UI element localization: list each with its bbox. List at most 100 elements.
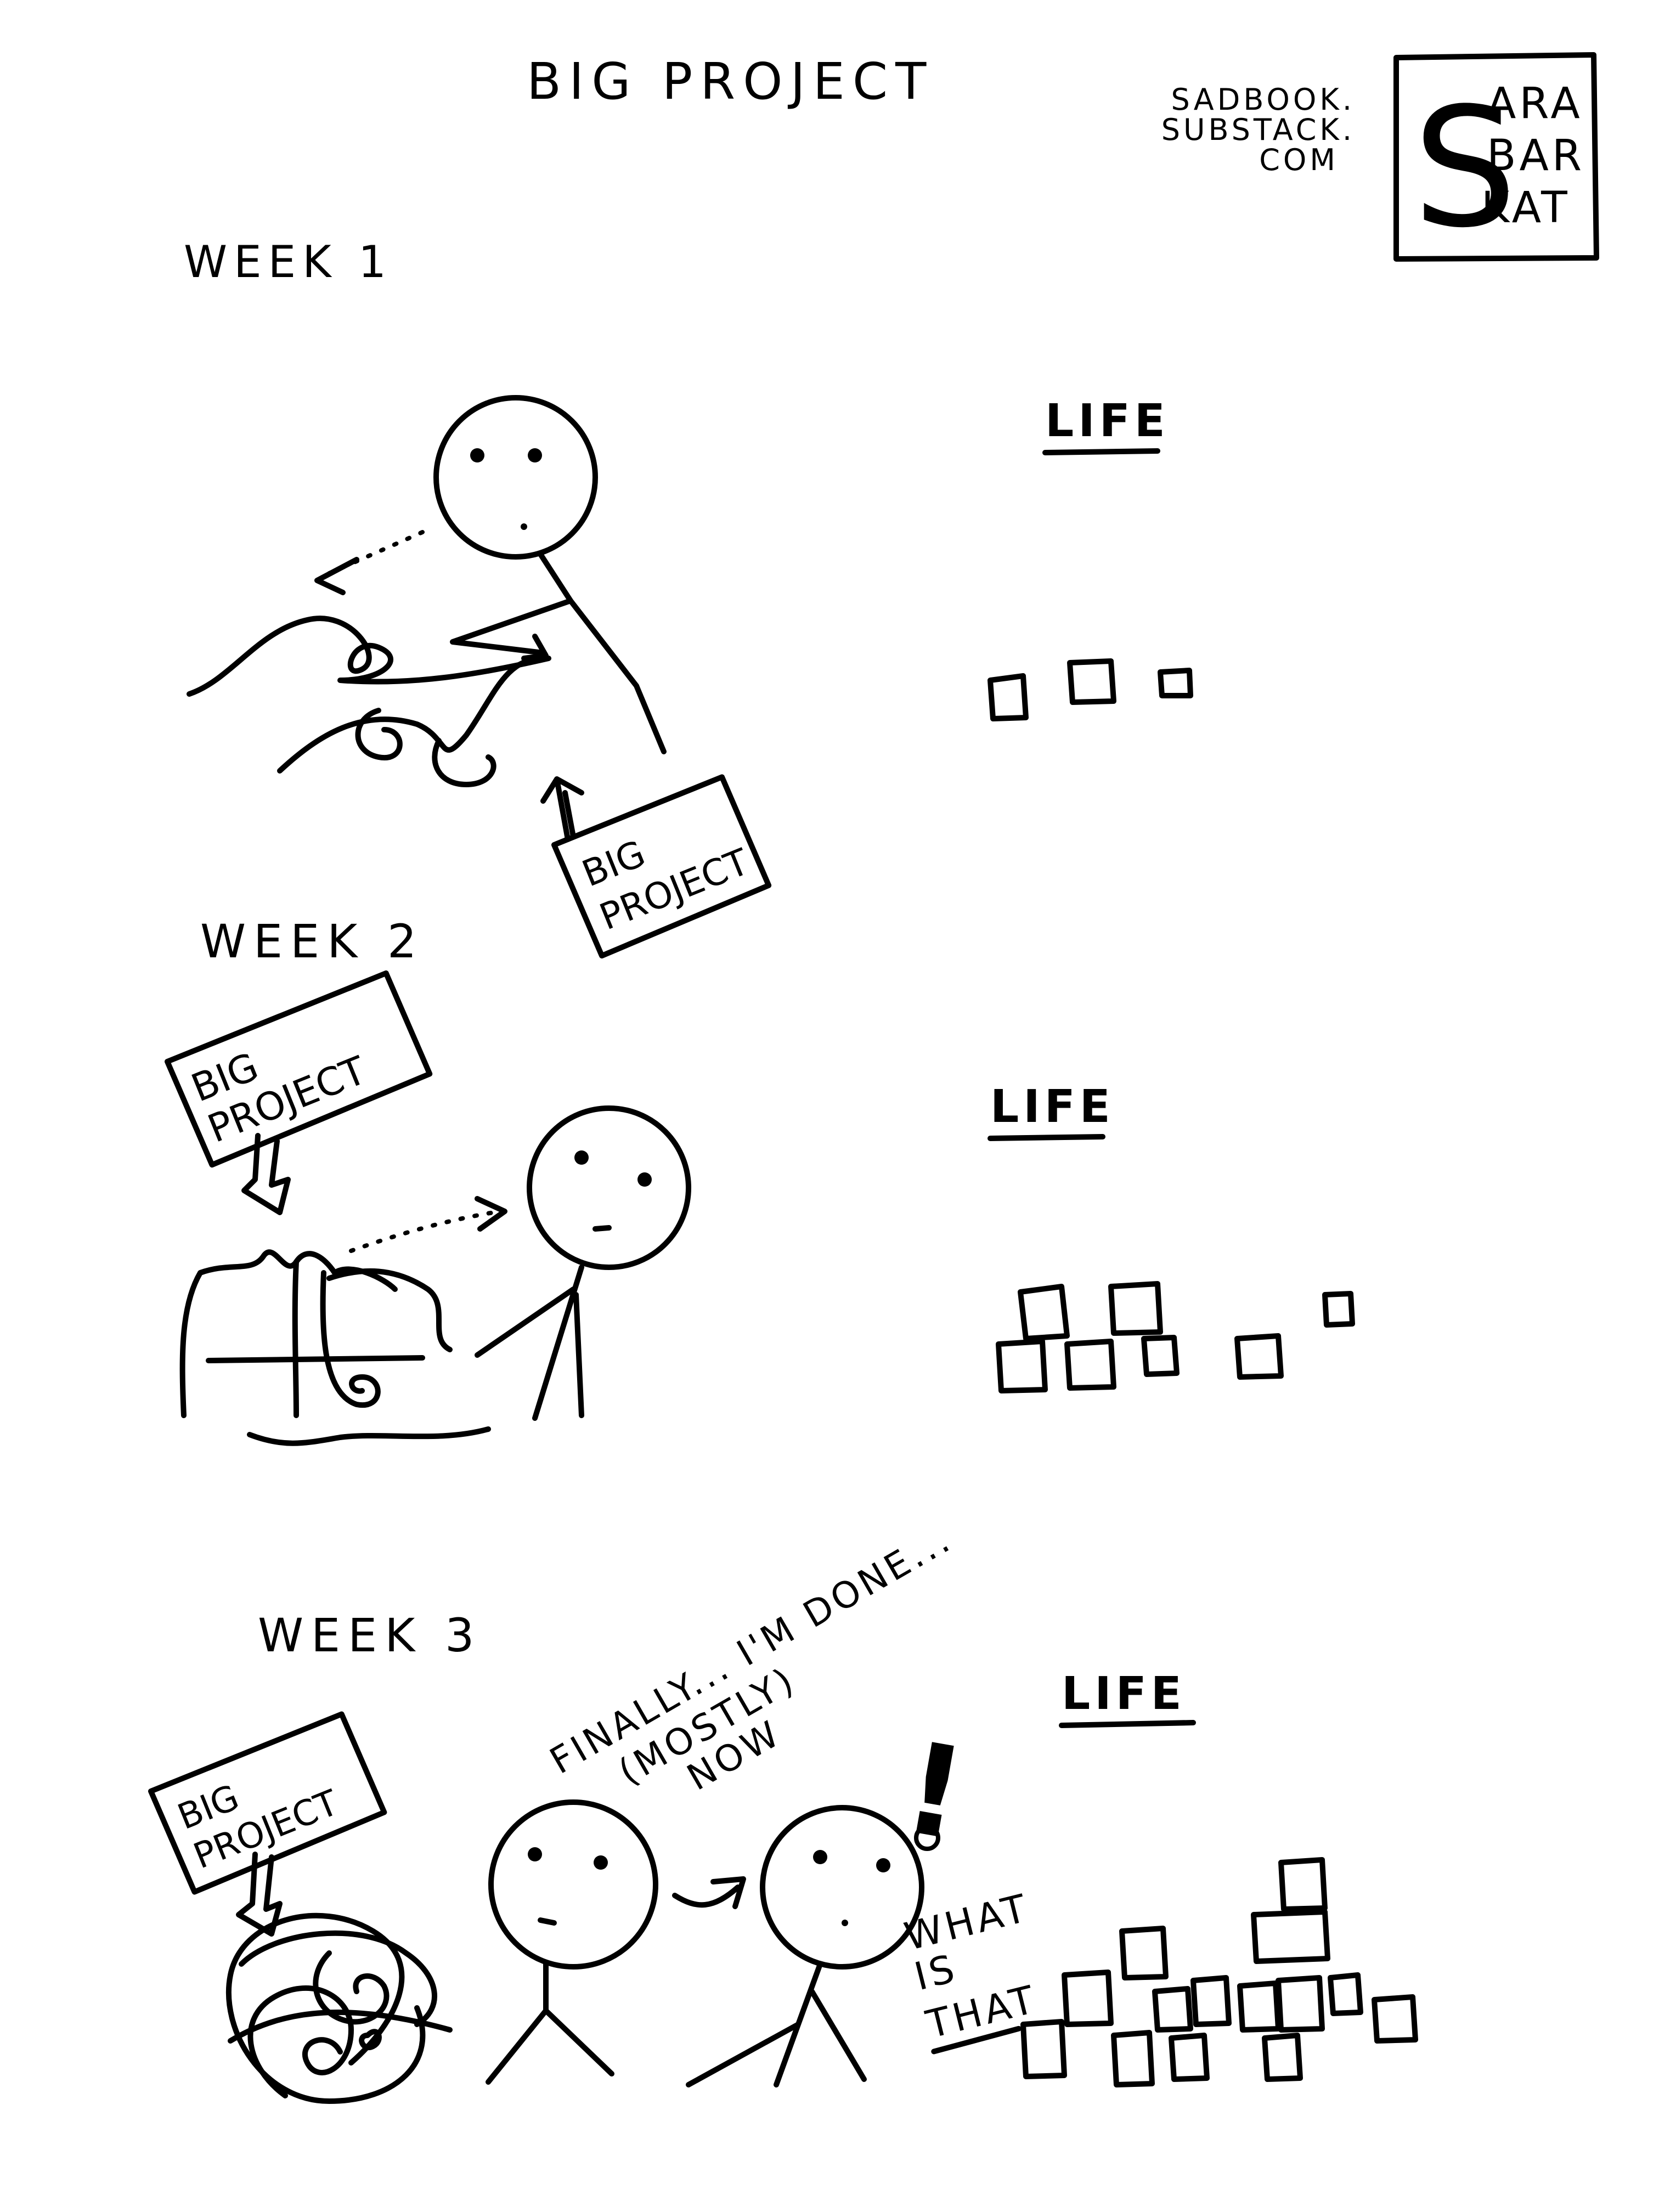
life-block [1278,1857,1328,1912]
gaze-arrow-line [349,1210,496,1253]
logo-line-2: BAR [1487,131,1585,180]
tangle-ball-week-3 [225,1912,453,2104]
sign-frame [148,1711,387,1895]
sign-week-2: BIG PROJECT [165,970,433,1168]
life-label-week-1: LIFE [1045,395,1170,447]
life-block [1111,2030,1155,2087]
comic-title: BIG PROJECT [527,52,934,111]
panel-week-2: WEEK 2 BIG PROJECT LIFE [165,915,1355,1446]
life-block [1276,1975,1325,2033]
figure-mouth [592,1225,612,1232]
figure-head [433,395,598,560]
life-underline [1042,448,1160,455]
life-block [1190,1975,1232,2027]
figure-mouth [842,1920,848,1926]
figure-arm [450,598,573,656]
life-block [996,1339,1048,1393]
figure-head [760,1805,924,1970]
figure-eye [876,1858,890,1872]
life-block [1141,1335,1180,1377]
life-block [988,673,1029,721]
week-2-label: WEEK 2 [200,915,424,968]
figure-head [488,1799,658,1970]
artist-logo: S ARA BAR KAT [1393,52,1599,264]
sign-arrow-down [236,1852,283,1937]
sign-frame [165,970,433,1168]
question-text: WHAT IS THAT [900,1885,1042,2055]
arrow-head [521,634,549,661]
credit-url-line-2: SUBSTACK. [1161,112,1355,147]
logo-initial: S [1413,72,1517,264]
figure-eye [528,448,542,462]
life-block [1018,1284,1070,1341]
figure-mouth [521,523,527,530]
turn-arrow-line [672,1884,741,1908]
logo-line-1: ARA [1487,79,1583,128]
logo-line-3: KAT [1481,183,1571,233]
tangle-scribble-week-1 [187,616,551,787]
figure-eye [813,1850,827,1864]
credit-url-line-3: COM [1259,143,1339,177]
life-block [1062,1970,1114,2027]
question-line-2: IS [910,1945,962,1999]
life-block [1372,1994,1418,2044]
thought-bubble [914,1825,940,1851]
week-1-label: WEEK 1 [184,236,393,287]
stick-figure-week-1 [433,395,667,754]
week-3-label: WEEK 3 [258,1609,482,1662]
credit-url: SADBOOK. SUBSTACK. COM [1161,82,1355,177]
life-block [1322,1291,1355,1328]
life-block [1237,1980,1281,2033]
life-underline [1059,1720,1196,1728]
life-block [1251,1909,1330,1964]
life-blocks-week-3 [1020,1857,1418,2087]
turn-arrow-head [710,1876,746,1909]
life-block [1119,1926,1169,1980]
life-label-week-3: LIFE [1062,1668,1186,1720]
figure-eye [574,1150,589,1165]
stick-figure-week-3-left [486,1799,658,2085]
life-underline [988,1134,1105,1141]
life-label-week-2: LIFE [990,1081,1115,1133]
life-block [1262,2033,1303,2082]
life-block [1152,1986,1193,2033]
figure-head [527,1105,691,1270]
sign-frame [551,774,772,959]
figure-eye [637,1172,652,1187]
life-block [1169,2033,1210,2082]
figure-body [686,1961,867,2087]
figure-eye [528,1847,542,1861]
life-blocks-week-2 [996,1281,1355,1393]
sign-week-1: BIG PROJECT [551,774,772,959]
life-block [1020,2019,1067,2079]
life-block [1158,668,1193,698]
figure-arm [475,1286,576,1358]
figure-leg [573,1292,584,1418]
life-block [1064,1339,1116,1391]
gaze-arrow-head [314,557,359,595]
gaze-arrow-head [475,1196,507,1232]
life-block [1067,658,1116,705]
life-blocks-week-1 [988,658,1193,721]
sign-arrow-up [540,776,584,842]
stick-figure-week-2 [475,1105,691,1421]
credit-url-line-1: SADBOOK. [1171,82,1355,117]
life-block [1328,1972,1363,2016]
figure-eye [594,1855,608,1870]
sign-arrow-down [241,1133,291,1215]
tangle-scribble-week-2 [179,1249,491,1446]
panel-week-1: WEEK 1 BIG PROJECT LIFE [184,236,1193,959]
gaze-arrow-line [327,530,425,575]
question-underline [931,2025,1022,2055]
logo-frame [1393,52,1599,262]
figure-eye [470,448,484,462]
panel-week-3: WEEK 3 FINALLY... I'M DONE... (MOSTLY) N… [148,1517,1418,2104]
stick-figure-week-3-right [686,1805,924,2087]
figure-mouth [538,1917,557,1926]
figure-body [538,551,667,754]
life-block [1108,1281,1163,1336]
life-block [1234,1333,1284,1380]
figure-body [532,1265,584,1421]
figure-body [486,1961,614,2085]
